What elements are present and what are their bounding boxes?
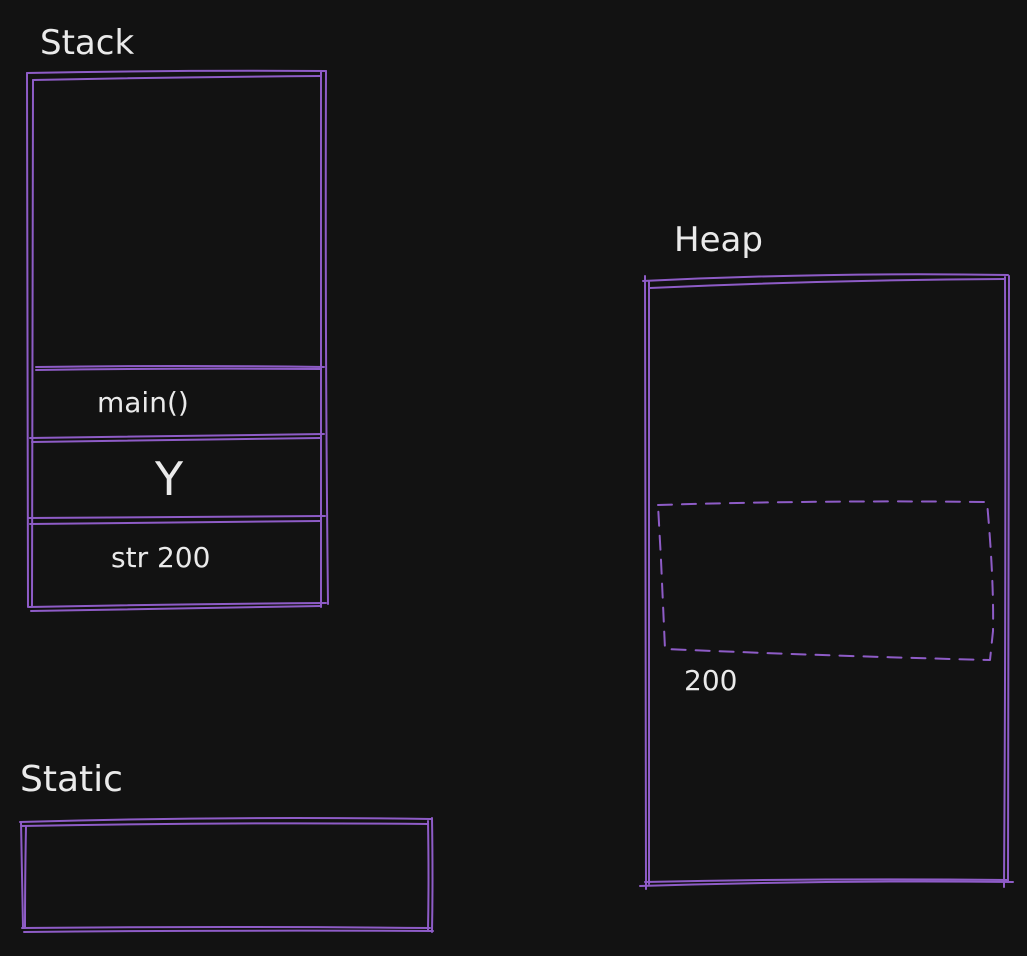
heap-box — [639, 273, 1014, 890]
stack-frame-y-label: Y — [155, 452, 184, 506]
stack-title: Stack — [40, 23, 135, 63]
static-box — [19, 817, 434, 933]
heap-block-label: 200 — [684, 664, 738, 697]
stack-frame-str-label: str 200 — [111, 541, 211, 574]
stack-box — [26, 69, 329, 612]
static-title: Static — [20, 759, 123, 800]
stack-frame-dividers — [27, 365, 326, 525]
heap-allocated-block — [657, 500, 995, 661]
heap-title: Heap — [674, 220, 763, 260]
stack-frame-main-label: main() — [97, 386, 189, 419]
